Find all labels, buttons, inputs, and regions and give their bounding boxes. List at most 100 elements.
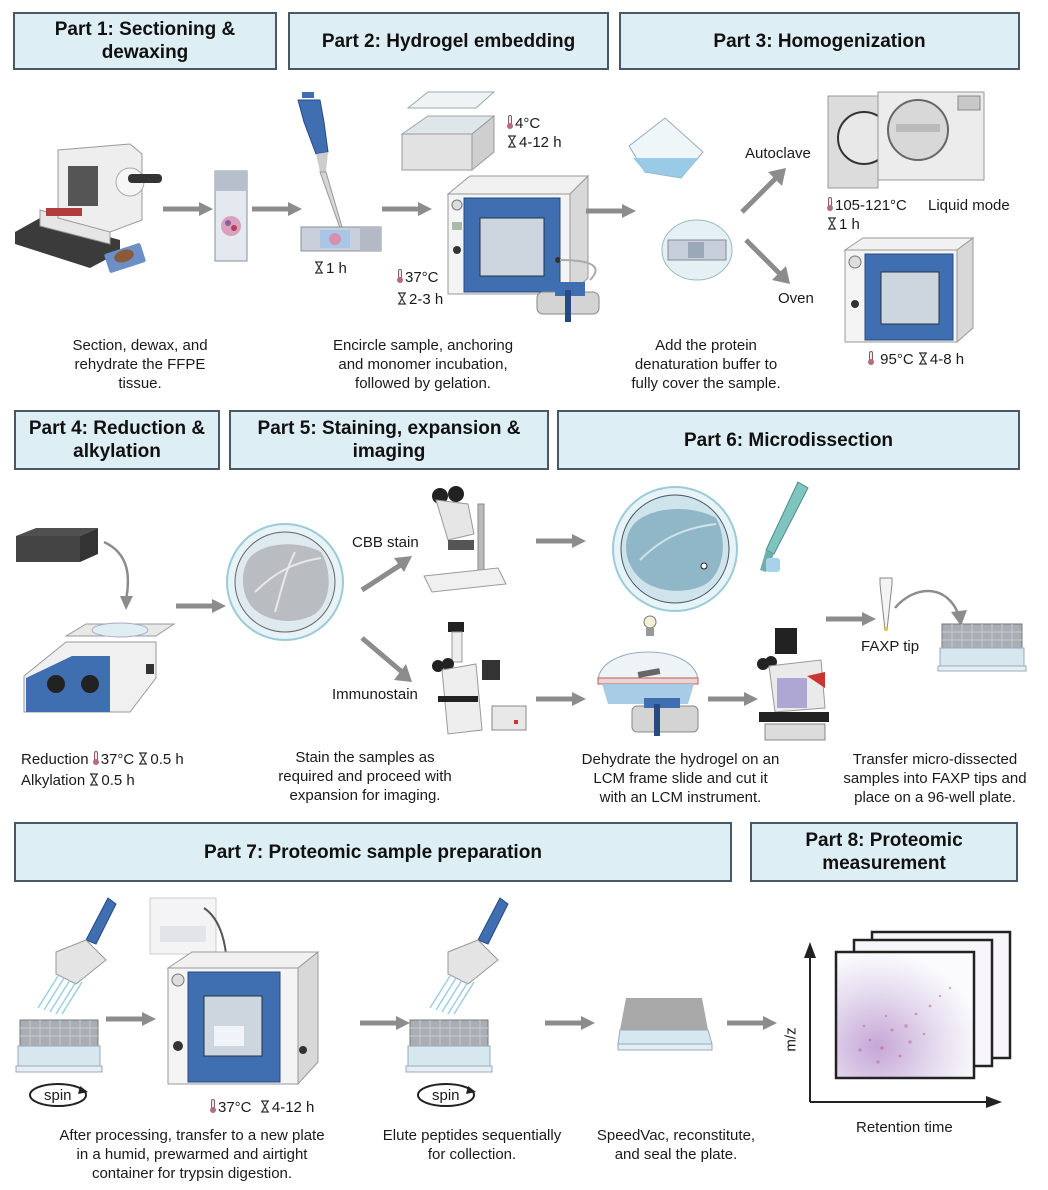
header-part6: Part 6: Microdissection (557, 410, 1020, 470)
spin-icon (29, 1083, 88, 1107)
sealed-plate-illustration (617, 998, 713, 1051)
spin-label: spin (44, 1087, 72, 1104)
pipette-illustration (297, 92, 343, 229)
punch-tool-illustration (760, 481, 809, 572)
dark-box-illustration (16, 528, 98, 562)
lcm-microscope-illustration (757, 628, 829, 741)
header-part3: Part 3: Homogenization (619, 12, 1020, 70)
flow-arrow (106, 1012, 156, 1026)
branch-arrow-down (744, 238, 790, 284)
incubation-condition: 37°C 4-12 h (210, 1098, 314, 1118)
hourglass-icon (314, 261, 324, 274)
hourglass-icon (89, 773, 99, 786)
multichannel-pipette-illustration (37, 897, 117, 1015)
y-axis-label: m/z (782, 1027, 800, 1052)
thermometer-icon (507, 115, 513, 129)
slide-in-dish-illustration (661, 219, 733, 281)
spin-icon (417, 1083, 476, 1107)
vacuum-oven-illustration (446, 174, 597, 296)
oven-time: 2-3 h (397, 290, 443, 310)
flow-arrow (826, 612, 876, 626)
header-part4: Part 4: Reduction & alkylation (14, 410, 220, 470)
vacuum-desiccator-illustration (597, 615, 699, 736)
glass-slide-illustration (214, 170, 248, 262)
oven-label: Oven (778, 290, 814, 307)
96-well-plate-illustration (937, 623, 1027, 672)
branch-arrow-up (740, 168, 786, 214)
part5-caption: Stain the samples as required and procee… (278, 749, 452, 804)
branch-arrow-up (360, 556, 412, 593)
part3-caption: Add the protein denaturation buffer to f… (631, 337, 781, 392)
drying-oven-illustration (843, 237, 975, 344)
ms-peak-dots (858, 986, 952, 1064)
branch-arrow-down (360, 636, 412, 682)
fridge-time: 4-12 h (507, 133, 562, 153)
flow-arrow (708, 692, 758, 706)
autoclave-illustration (827, 91, 985, 189)
part6-caption-lcm: Dehydrate the hydrogel on an LCM frame s… (581, 751, 780, 806)
x-axis-label: Retention time (856, 1119, 953, 1136)
header-part2: Part 2: Hydrogel embedding (288, 12, 609, 70)
part7-caption-elute: Elute peptides sequentially for collecti… (382, 1127, 562, 1163)
autoclave-mode: Liquid mode (928, 197, 1010, 214)
hourglass-icon (397, 292, 407, 305)
flow-arrow (163, 202, 213, 216)
part7-caption-speedvac: SpeedVac, reconstitute, and seal the pla… (596, 1127, 756, 1163)
autoclave-time: 1 h (827, 215, 860, 235)
thermometer-icon (868, 351, 874, 365)
fridge-temp: 4°C (507, 114, 540, 134)
hourglass-icon (918, 352, 928, 365)
oven-temp: 37°C (397, 268, 439, 288)
expanded-gel-dish-illustration (226, 523, 344, 641)
header-part5: Part 5: Staining, expansion & imaging (229, 410, 549, 470)
flow-arrow (252, 202, 302, 216)
autoclave-label: Autoclave (745, 145, 811, 162)
multichannel-pipette-illustration (429, 897, 509, 1015)
slide-with-sample-illustration (300, 226, 382, 252)
autoclave-temp: 105-121°C (827, 196, 907, 216)
flow-arrow (545, 1016, 595, 1030)
reduction-condition: Reduction 37°C 0.5 h (21, 751, 184, 768)
curved-arrow (103, 540, 133, 610)
flow-arrow (360, 1016, 410, 1030)
thermometer-icon (92, 751, 99, 765)
flow-arrow (727, 1016, 777, 1030)
cbb-stain-label: CBB stain (352, 534, 419, 551)
hourglass-icon (260, 1100, 270, 1113)
header-part7: Part 7: Proteomic sample preparation (14, 822, 732, 882)
incubator-oven-illustration (166, 950, 320, 1086)
humid-box-illustration (400, 91, 496, 172)
stereo-microscope-illustration (423, 486, 507, 593)
header-part1: Part 1: Sectioning & dewaxing (13, 12, 277, 70)
immunostain-label: Immunostain (332, 686, 418, 703)
flow-arrow (536, 692, 586, 706)
microtome-illustration (15, 143, 162, 273)
hotplate-stirrer-illustration (23, 622, 176, 713)
thermometer-icon (827, 197, 833, 211)
hourglass-icon (507, 135, 517, 148)
flow-arrow (586, 204, 636, 218)
fluorescence-microscope-illustration (432, 622, 527, 735)
96-well-plate-illustration (405, 1019, 493, 1073)
vacuum-pump-illustration (536, 282, 600, 322)
humid-container-illustration (149, 897, 217, 955)
oven-condition: 95°C 4-8 h (868, 350, 964, 370)
header-part8: Part 8: Proteomic measurement (750, 822, 1018, 882)
hourglass-icon (827, 217, 837, 230)
96-well-plate-illustration (15, 1019, 103, 1073)
flow-arrow (382, 202, 432, 216)
part6-caption-transfer: Transfer micro-dissected samples into FA… (843, 751, 1027, 806)
curved-arrow (894, 589, 967, 626)
thermometer-icon (210, 1099, 216, 1113)
beaker-illustration (628, 117, 704, 179)
slide-time: 1 h (314, 259, 347, 279)
part1-caption: Section, dewax, and rehydrate the FFPE t… (72, 337, 208, 392)
faxp-tip-illustration (879, 577, 893, 631)
part7-caption-digest: After processing, transfer to a new plat… (59, 1127, 325, 1182)
stained-gel-dish-illustration (612, 486, 738, 612)
hourglass-icon (138, 752, 148, 765)
flow-arrow (176, 599, 226, 613)
alkylation-condition: Alkylation 0.5 h (21, 772, 135, 789)
flow-arrow (536, 534, 586, 548)
part2-caption: Encircle sample, anchoring and monomer i… (332, 337, 514, 392)
